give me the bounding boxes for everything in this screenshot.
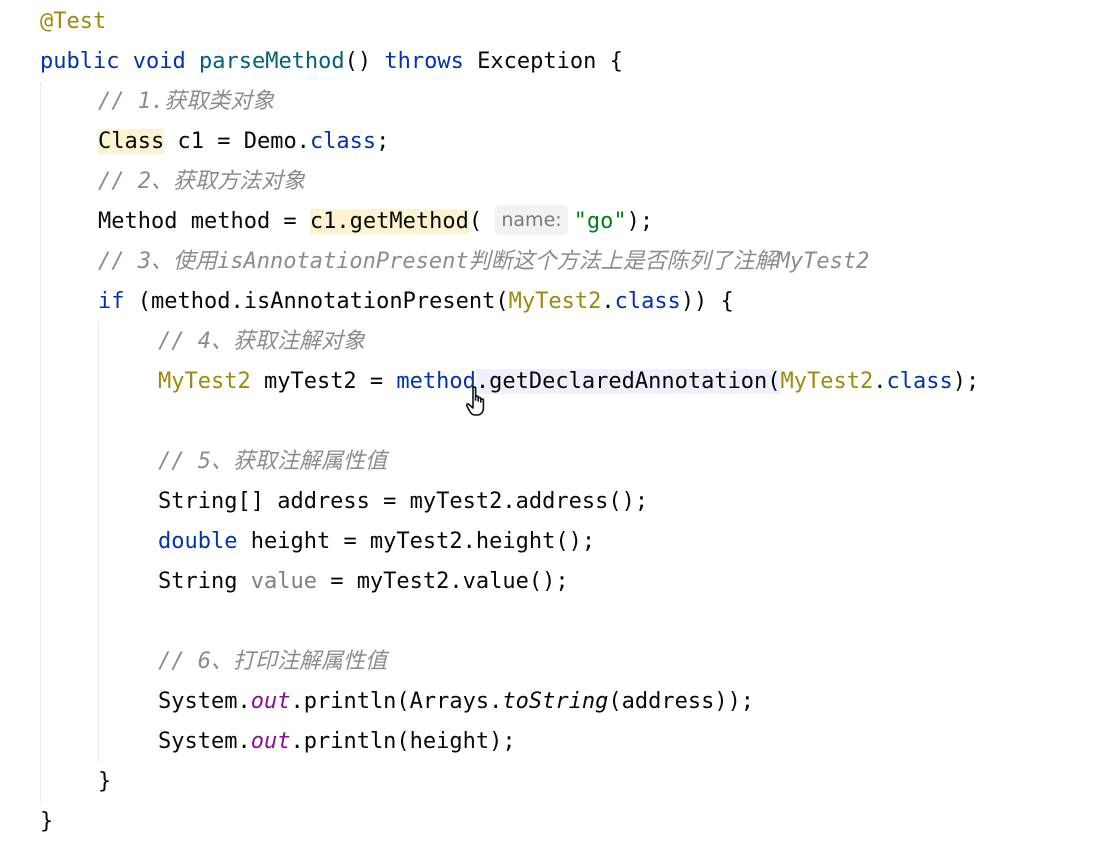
code-token: // 4、获取注解对象 <box>158 329 365 354</box>
code-token: )) { <box>680 289 734 314</box>
code-token: void <box>132 49 186 74</box>
hand-pointer-icon <box>466 386 485 416</box>
code-line[interactable]: } <box>40 802 53 842</box>
code-line[interactable]: } <box>98 762 111 802</box>
code-line[interactable]: // 2、获取方法对象 <box>98 162 305 202</box>
code-token: String[] address = myTest2.address(); <box>158 489 649 514</box>
code-token: System. <box>158 689 251 714</box>
code-token: c1 = Demo. <box>164 129 310 154</box>
code-token: . <box>601 289 615 314</box>
code-token: class <box>886 369 953 394</box>
code-line[interactable]: // 5、获取注解属性值 <box>158 442 387 482</box>
code-token: if <box>98 289 125 314</box>
code-token: .getDeclaredAnnotation( <box>475 369 781 394</box>
code-token: @Test <box>40 9 107 34</box>
code-token: MyTest2 <box>158 369 251 394</box>
indent-guide-method-body <box>40 82 41 802</box>
code-token: Exception { <box>463 49 623 74</box>
code-token: // 6、打印注解属性值 <box>158 649 387 674</box>
code-line[interactable]: Method method = c1.getMethod( name:"go")… <box>98 202 653 242</box>
code-token: ); <box>952 369 980 394</box>
code-line[interactable]: Class c1 = Demo.class; <box>98 122 389 162</box>
code-token: c1.getMethod <box>309 209 469 234</box>
code-line[interactable]: public void parseMethod() throws Excepti… <box>40 42 623 82</box>
code-token: // 5、获取注解属性值 <box>158 449 387 474</box>
code-token: } <box>40 809 54 834</box>
code-token: Class <box>98 129 165 154</box>
code-token: .println(height); <box>290 729 516 754</box>
code-token: class <box>309 129 377 154</box>
code-token: = myTest2.value(); <box>316 569 569 594</box>
code-line[interactable]: // 6、打印注解属性值 <box>158 642 387 682</box>
code-token: method <box>396 369 476 394</box>
code-token: (method.isAnnotationPresent( <box>124 289 509 314</box>
code-token: toString <box>502 689 609 714</box>
code-token: ( <box>468 209 496 234</box>
code-token: throws <box>384 49 464 74</box>
code-token: // 2、获取方法对象 <box>98 169 305 194</box>
code-token: (address)); <box>608 689 755 714</box>
code-token: // 1.获取类对象 <box>98 89 275 114</box>
code-line[interactable]: System.out.println(Arrays.toString(addre… <box>158 682 754 722</box>
code-token: parseMethod <box>198 49 345 74</box>
code-line[interactable]: System.out.println(height); <box>158 722 516 762</box>
code-token: // 3、使用isAnnotationPresent判断这个方法上是否陈列了注解… <box>98 249 870 274</box>
code-token: ); <box>626 209 654 234</box>
code-line[interactable]: String value = myTest2.value(); <box>158 562 569 602</box>
code-token: double <box>158 529 238 554</box>
code-token: .println(Arrays. <box>290 689 503 714</box>
code-token: public <box>40 49 120 74</box>
code-line[interactable]: if (method.isAnnotationPresent(MyTest2.c… <box>98 282 734 322</box>
code-line[interactable]: // 1.获取类对象 <box>98 82 274 122</box>
code-line[interactable]: double height = myTest2.height(); <box>158 522 595 562</box>
code-token: String <box>158 569 251 594</box>
code-token: . <box>873 369 887 394</box>
code-token: ; <box>376 129 390 154</box>
code-token: height = myTest2.height(); <box>237 529 596 554</box>
code-token <box>119 49 132 74</box>
code-token: out <box>250 689 291 714</box>
code-token: out <box>250 729 291 754</box>
code-token: } <box>98 769 112 794</box>
code-token <box>186 49 199 74</box>
code-token: System. <box>158 729 251 754</box>
code-line[interactable]: @Test <box>40 2 106 42</box>
code-line[interactable]: String[] address = myTest2.address(); <box>158 482 648 522</box>
code-token: myTest2 = <box>250 369 397 394</box>
indent-guide-if-body <box>98 322 99 762</box>
code-token: MyTest2 <box>508 289 602 314</box>
code-token: Method method = <box>98 209 310 234</box>
code-line[interactable]: // 3、使用isAnnotationPresent判断这个方法上是否陈列了注解… <box>98 242 869 282</box>
code-line[interactable]: MyTest2 myTest2 = method.getDeclaredAnno… <box>158 362 979 402</box>
code-token: "go" <box>573 209 627 234</box>
code-token: class <box>614 289 681 314</box>
code-token: () <box>344 49 385 74</box>
code-line[interactable]: // 4、获取注解对象 <box>158 322 365 362</box>
code-token: MyTest2 <box>780 369 874 394</box>
parameter-hint: name: <box>495 205 568 235</box>
code-token: value <box>250 569 317 594</box>
